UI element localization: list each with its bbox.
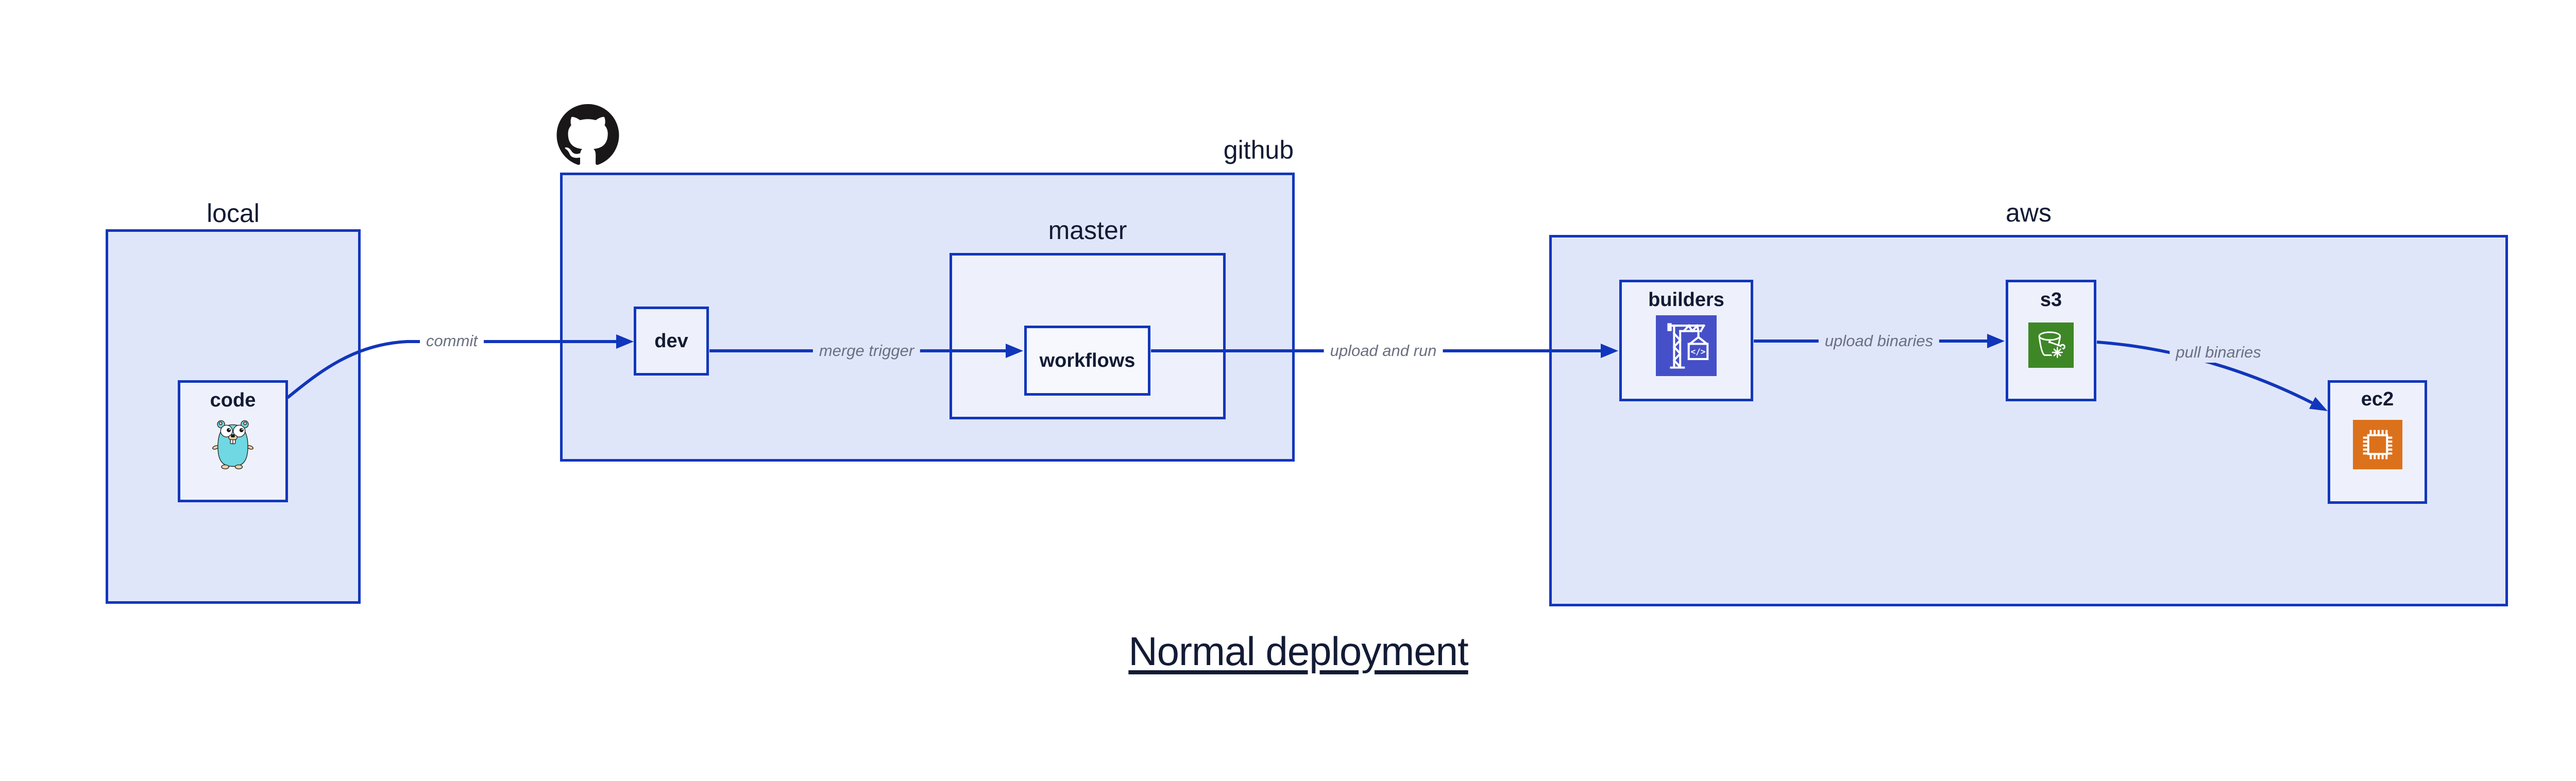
diagram-title: Normal deployment xyxy=(1128,629,1468,674)
container-label-github: github xyxy=(1223,135,1294,164)
node-dev: dev xyxy=(634,307,709,376)
go-gopher-icon xyxy=(212,420,254,469)
edge-label-upload-and-run: upload and run xyxy=(1324,341,1443,361)
container-label-master: master xyxy=(1048,216,1127,245)
node-workflows-label: workflows xyxy=(1039,350,1136,371)
node-s3: s3 xyxy=(2006,280,2096,401)
github-octocat-icon xyxy=(556,104,619,165)
container-label-local: local xyxy=(207,199,260,228)
node-ec2: ec2 xyxy=(2328,380,2427,504)
edge-label-merge-trigger: merge trigger xyxy=(812,341,921,361)
edge-label-pull-binaries: pull binaries xyxy=(2170,342,2267,363)
node-workflows: workflows xyxy=(1024,326,1150,396)
node-s3-label: s3 xyxy=(2040,289,2062,311)
edge-label-commit: commit xyxy=(420,331,484,351)
node-builders-label: builders xyxy=(1648,289,1724,311)
container-label-aws: aws xyxy=(2006,198,2052,227)
s3-glacier-bucket-icon xyxy=(2028,322,2074,368)
codebuild-crane-icon: </> xyxy=(1656,315,1717,376)
node-code: code xyxy=(178,380,288,502)
node-ec2-label: ec2 xyxy=(2361,388,2394,410)
svg-text:</>: </> xyxy=(1691,347,1706,356)
node-builders: builders </> xyxy=(1619,280,1753,401)
node-dev-label: dev xyxy=(654,330,688,352)
edge-label-upload-binaries: upload binaries xyxy=(1818,331,1940,351)
ec2-chip-icon xyxy=(2352,420,2402,469)
node-code-label: code xyxy=(210,389,256,411)
